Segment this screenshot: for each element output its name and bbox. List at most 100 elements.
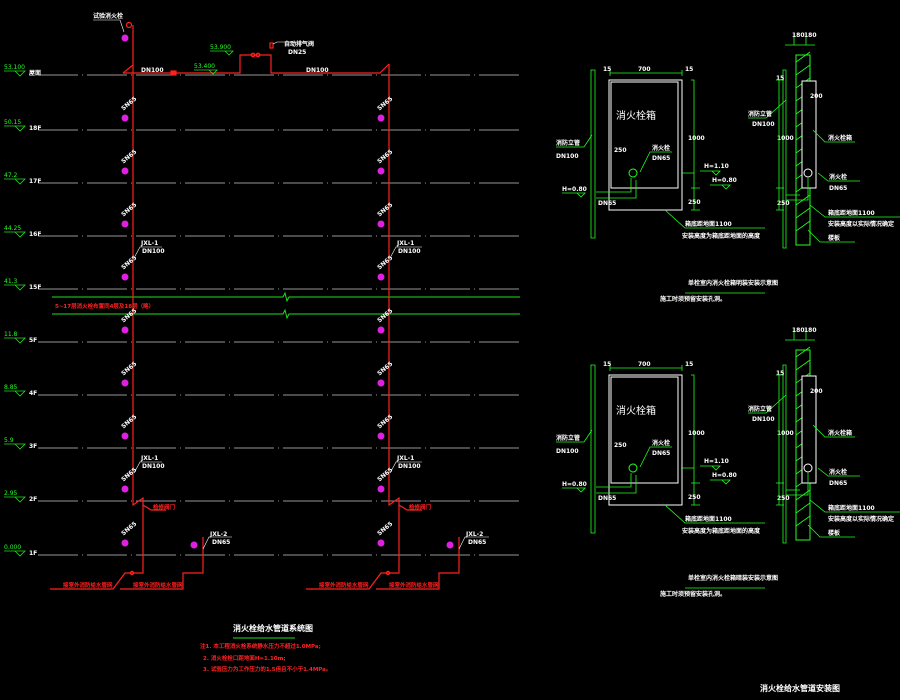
dim-inlet: 250 (614, 442, 627, 449)
leader-line (556, 134, 593, 148)
leader-line (609, 365, 700, 506)
floor-name: 3F (29, 443, 37, 450)
leader-line (710, 479, 731, 485)
leader-line (748, 394, 787, 414)
leader-line (639, 151, 672, 173)
dim-side: 15 (603, 66, 611, 73)
floor-elevation: 11.8 (4, 331, 18, 338)
detail-label: 安装高度以实际情况确定 (828, 515, 894, 523)
level-mark-icon (4, 337, 26, 344)
dim-side: 15 (603, 361, 611, 368)
riser-left-label-low: JXL-1 (140, 455, 158, 462)
leader-line (809, 204, 900, 218)
floor-elevation: 2.95 (4, 490, 18, 497)
top-elev-2: 53.400 (194, 63, 215, 70)
ground-riser-right-size: DN65 (468, 539, 486, 546)
inlet-right-b: 接室外消防给水管网 (389, 581, 439, 589)
floor-name: 4F (29, 390, 37, 397)
fire-hydrant-icon (377, 273, 385, 281)
floor-name: 17F (29, 178, 41, 185)
pipe-size-top-left: DN100 (141, 67, 164, 74)
box-label: 消火栓箱 (616, 109, 656, 122)
box-side-view (801, 80, 817, 189)
dim-width: 700 (638, 361, 651, 368)
break-lines (52, 291, 520, 320)
detail-label: DN65 (829, 480, 847, 487)
floor-elevation: 8.85 (4, 384, 18, 391)
level-mark-icon (4, 550, 26, 557)
floor-levels: 53.100屋面50.1518F47.217F44.2516F41.315F11… (4, 64, 520, 557)
leader-line (776, 79, 784, 211)
valve-icon (628, 463, 638, 473)
riser-left-label: JXL-1 (140, 240, 158, 247)
dim-side: 180 (792, 32, 805, 39)
dim-side: 15 (776, 75, 784, 82)
floor-name: 16F (29, 231, 41, 238)
leader-line (590, 364, 637, 534)
riser-left-size-low: DN100 (142, 463, 165, 470)
detail-label: 安装高度为箱底距地面的高度 (682, 527, 761, 535)
leader-line (812, 129, 855, 143)
hydrant-tag: SN65 (376, 95, 394, 112)
dim-side: 200 (810, 93, 823, 100)
riser-right-size: DN100 (398, 248, 421, 255)
top-ring-pipe (122, 54, 390, 74)
valve-label-left: 检修阀门 (153, 503, 176, 511)
fire-hydrant-icon (377, 432, 385, 440)
detail-title: 单栓室内消火栓箱暗装安装示意图 (688, 574, 778, 582)
detail-label: H=0.80 (712, 177, 737, 184)
fire-pipes (50, 21, 460, 590)
dim-side: 1000 (777, 430, 794, 437)
leader-line (795, 207, 811, 219)
floor-elevation: 0.000 (4, 544, 21, 551)
hydrant-tag: SN65 (376, 201, 394, 218)
leader-line (664, 504, 765, 524)
fire-hydrant-icon (121, 432, 129, 440)
riser-right-size-low: DN100 (398, 463, 421, 470)
hydrant-tag: SN65 (376, 413, 394, 430)
level-mark-icon (4, 390, 26, 397)
detail-label: H=1.10 (704, 163, 729, 170)
detail-label: H=1.10 (704, 458, 729, 465)
leader-line (562, 192, 586, 198)
fire-hydrant-icon (121, 220, 129, 228)
detail-label: DN100 (556, 448, 579, 455)
inlet-left-b: 接室外消防给水管网 (133, 581, 183, 589)
leader-line (795, 346, 811, 358)
leader-line (590, 69, 637, 239)
ground-riser-left-size: DN65 (212, 539, 230, 546)
valve-side-icon (803, 463, 813, 473)
detail-label: 安装高度为箱底距地面的高度 (682, 232, 761, 240)
detail-subtitle: 施工时须预留安装孔洞。 (660, 590, 726, 598)
leader-line (785, 34, 815, 46)
valve-label-right: 检修阀门 (409, 503, 432, 511)
hydrant-tag: SN65 (376, 520, 394, 537)
dim-side: 15 (776, 370, 784, 377)
inlet-left-a: 接室外消防给水管网 (63, 581, 113, 589)
detail-label: 安装高度以实际情况确定 (828, 220, 894, 228)
hydrant-tag: SN65 (120, 254, 138, 271)
dim-bottom: 250 (688, 199, 701, 206)
dim-height: 1000 (688, 430, 705, 437)
fire-hydrant-icon (377, 326, 385, 334)
detail-label: DN65 (598, 495, 616, 502)
detail-label: 箱底距地面1100 (685, 515, 732, 523)
detail-label: DN65 (598, 200, 616, 207)
detail-label: 消火栓 (829, 468, 847, 476)
floor-elevation: 41.3 (4, 278, 18, 285)
valve-icon (628, 168, 638, 178)
fire-hydrant-icon (377, 379, 385, 387)
leader-line (562, 487, 586, 493)
hydrant-tag: SN65 (376, 466, 394, 483)
ground-riser-right: JXL-2 (465, 531, 483, 538)
leader-line (795, 64, 811, 76)
inlet-right-a: 接室外消防给水管网 (319, 581, 369, 589)
level-mark-icon (4, 231, 26, 238)
system-title: 消火栓给水管道系统图 (233, 623, 313, 633)
detail-label: 消防立管 (748, 110, 772, 118)
footer-title: 消火栓给水管道安装图 (760, 683, 840, 693)
detail-label: DN65 (652, 450, 670, 457)
floor-elevation: 53.100 (4, 64, 25, 71)
